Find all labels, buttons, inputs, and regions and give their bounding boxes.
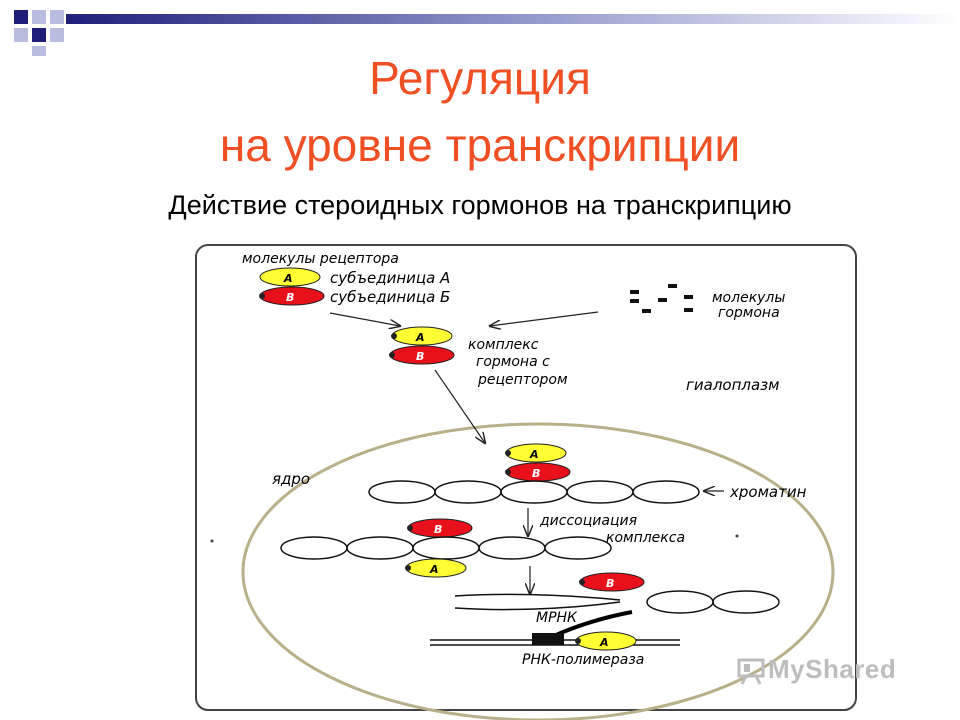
slide-title-line1: Регуляция: [369, 52, 591, 104]
nuclear-a-letter: А: [529, 448, 539, 461]
corner-square-light: [32, 10, 46, 24]
polymerase-a-letter: А: [599, 636, 609, 649]
hormone-receptor-complex: А В: [389, 326, 455, 365]
corner-square-light: [50, 10, 64, 24]
arrow-receptor-to-complex: [329, 312, 400, 326]
label-complex-3: рецептором: [477, 372, 568, 388]
activator-b-letter: В: [606, 577, 614, 590]
label-nucleus: ядро: [272, 470, 310, 488]
hormone-molecules: [630, 284, 693, 313]
label-hormone-molecules-2: гормона: [718, 305, 780, 321]
corner-square-light: [14, 28, 28, 42]
subunit-a-receptor: А: [259, 267, 321, 287]
nuclear-b-letter: В: [532, 467, 540, 480]
subunit-a-letter: А: [283, 272, 293, 285]
label-hyaloplasm: гиалоплазм: [686, 376, 779, 394]
presentation-board-icon: [737, 658, 765, 685]
label-subunit-a: субъединица А: [330, 269, 450, 287]
slide-title-line2: на уровне транскрипции: [219, 119, 741, 171]
subunit-a-free: А: [405, 558, 467, 578]
corner-square-dark: [14, 10, 28, 24]
label-subunit-b: субъединица Б: [330, 288, 450, 306]
header-rule: [66, 14, 960, 24]
watermark: [736, 656, 766, 691]
cell-boundary: [195, 244, 857, 711]
complex-a-letter: А: [415, 331, 425, 344]
chromatin-strand-3: [454, 590, 780, 614]
label-dissociation-1: диссоциация: [539, 513, 637, 529]
stray-dot: [735, 534, 739, 538]
corner-square-light: [32, 46, 46, 56]
chromatin-strand-2: [280, 536, 612, 560]
label-polymerase: РНК-полимераза: [522, 652, 644, 668]
watermark-text: MyShared: [768, 654, 897, 684]
subunit-b-bound: В: [407, 518, 473, 538]
free-a-letter: А: [429, 563, 439, 576]
stray-dot: [210, 539, 214, 543]
complex-on-chromatin: А В: [505, 443, 571, 482]
subunit-b-receptor: В: [259, 286, 325, 306]
complex-b-letter: В: [416, 350, 424, 363]
label-dissociation-2: комплекса: [606, 530, 685, 546]
corner-square-dark: [32, 28, 46, 42]
label-hormone-molecules-1: молекулы: [712, 290, 785, 306]
chromatin-strand-1: [368, 480, 700, 504]
label-chromatin: хроматин: [729, 483, 807, 501]
arrow-complex-into-nucleus: [434, 369, 485, 443]
subunit-a-polymerase: А: [575, 631, 637, 651]
subunit-b-activator: В: [579, 572, 645, 592]
label-receptor-molecules: молекулы рецептора: [242, 251, 399, 267]
label-complex-2: гормона с: [476, 354, 550, 370]
label-mrna: МРНК: [536, 610, 578, 626]
label-complex-1: комплекс: [468, 337, 539, 353]
subunit-b-letter: В: [286, 291, 294, 304]
nucleus-membrane: [241, 422, 835, 720]
bound-b-letter: В: [434, 523, 442, 536]
corner-square-light: [50, 28, 64, 42]
rna-polymerase-block: [532, 633, 564, 645]
arrow-hormone-to-complex: [490, 311, 599, 326]
slide-subtitle: Действие стероидных гормонов на транскри…: [168, 190, 792, 220]
corner-decoration: [0, 0, 80, 60]
